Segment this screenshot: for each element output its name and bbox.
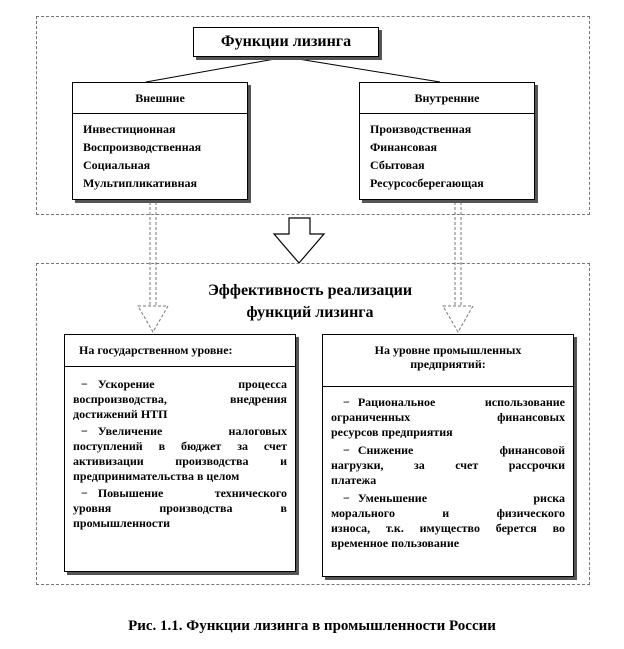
efficiency-frame bbox=[36, 263, 590, 585]
enterprise-item-line: износа, т.к. имущество берется во bbox=[331, 521, 565, 535]
enterprise-item-line: ограниченных финансовых bbox=[331, 410, 565, 424]
enterprise-level-list: −Рациональное использование ограниченных… bbox=[323, 387, 573, 551]
state-item-line: воспроизводства, внедрения bbox=[73, 392, 287, 406]
external-functions-box: Внешние Инвестиционная Воспроизводственн… bbox=[72, 82, 248, 200]
state-item-line: активизации производства и bbox=[73, 454, 287, 468]
state-item-line: достижений НТП bbox=[73, 407, 168, 421]
state-item-line: промышленности bbox=[73, 516, 171, 530]
enterprise-item: −Уменьшение риска морального и физическо… bbox=[331, 491, 565, 551]
right-dashed-arrow bbox=[442, 202, 474, 334]
figure-caption: Рис. 1.1. Функции лизинга в промышленнос… bbox=[128, 618, 496, 634]
external-item: Социальная bbox=[83, 158, 151, 172]
central-down-arrow bbox=[272, 217, 326, 264]
leasing-functions-title: Функции лизинга bbox=[193, 27, 379, 57]
state-item-line: предпринимательства в целом bbox=[73, 469, 240, 483]
connector-line-external bbox=[145, 56, 287, 83]
state-level-header: На государственном уровне: bbox=[65, 335, 295, 367]
state-item-line: −Ускорение процесса bbox=[81, 377, 287, 391]
functions-frame bbox=[36, 16, 590, 215]
external-header: Внешние bbox=[73, 83, 247, 114]
external-item: Воспроизводственная bbox=[83, 140, 202, 154]
state-item: −Ускорение процесса воспроизводства, вне… bbox=[73, 377, 287, 422]
state-item: −Увеличение налоговых поступлений в бюдж… bbox=[73, 424, 287, 484]
internal-functions-box: Внутренние Производственная Финансовая С… bbox=[359, 82, 535, 200]
enterprise-item-line: временное пользование bbox=[331, 536, 460, 550]
state-item-line: −Повышение технического bbox=[81, 486, 287, 500]
enterprise-item-line: платежа bbox=[331, 473, 377, 487]
external-item: Мультипликативная bbox=[83, 176, 197, 190]
enterprise-level-header: На уровне промышленных предприятий: bbox=[323, 335, 573, 387]
internal-header: Внутренние bbox=[360, 83, 534, 114]
internal-item: Финансовая bbox=[370, 140, 438, 154]
internal-item: Ресурсосберегающая bbox=[370, 176, 484, 190]
efficiency-title-line: Эффективность реализации bbox=[207, 282, 413, 299]
connector-line-internal bbox=[285, 56, 441, 83]
efficiency-title-line: функций лизинга bbox=[246, 304, 374, 321]
enterprise-item-line: ресурсов предприятия bbox=[331, 425, 453, 439]
left-dashed-arrow bbox=[137, 202, 169, 334]
enterprise-header-line: На уровне промышленных bbox=[374, 343, 522, 357]
enterprise-level-box: На уровне промышленных предприятий: −Рац… bbox=[322, 334, 574, 577]
enterprise-item-line: нагрузки, за счет рассрочки bbox=[331, 458, 565, 472]
efficiency-title: Эффективность реализации функций лизинга bbox=[150, 280, 470, 324]
external-list: Инвестиционная Воспроизводственная Социа… bbox=[73, 114, 247, 192]
internal-item: Производственная bbox=[370, 122, 472, 136]
state-item-line: уровня производства в bbox=[73, 501, 287, 515]
enterprise-item-line: морального и физического bbox=[331, 506, 565, 520]
state-item-line: поступлений в бюджет за счет bbox=[73, 439, 287, 453]
internal-item: Сбытовая bbox=[370, 158, 425, 172]
enterprise-item-line: −Рациональное использование bbox=[343, 395, 565, 409]
enterprise-item-line: −Снижение финансовой bbox=[343, 443, 565, 457]
external-item: Инвестиционная bbox=[83, 122, 176, 136]
state-item: −Повышение технического уровня производс… bbox=[73, 486, 287, 531]
state-level-box: На государственном уровне: −Ускорение пр… bbox=[64, 334, 296, 572]
enterprise-item: −Рациональное использование ограниченных… bbox=[331, 395, 565, 440]
enterprise-item: −Снижение финансовой нагрузки, за счет р… bbox=[331, 443, 565, 488]
state-item-line: −Увеличение налоговых bbox=[81, 424, 287, 438]
enterprise-header-line: предприятий: bbox=[410, 357, 486, 371]
internal-list: Производственная Финансовая Сбытовая Рес… bbox=[360, 114, 534, 192]
state-level-list: −Ускорение процесса воспроизводства, вне… bbox=[65, 367, 295, 531]
enterprise-item-line: −Уменьшение риска bbox=[343, 491, 565, 505]
